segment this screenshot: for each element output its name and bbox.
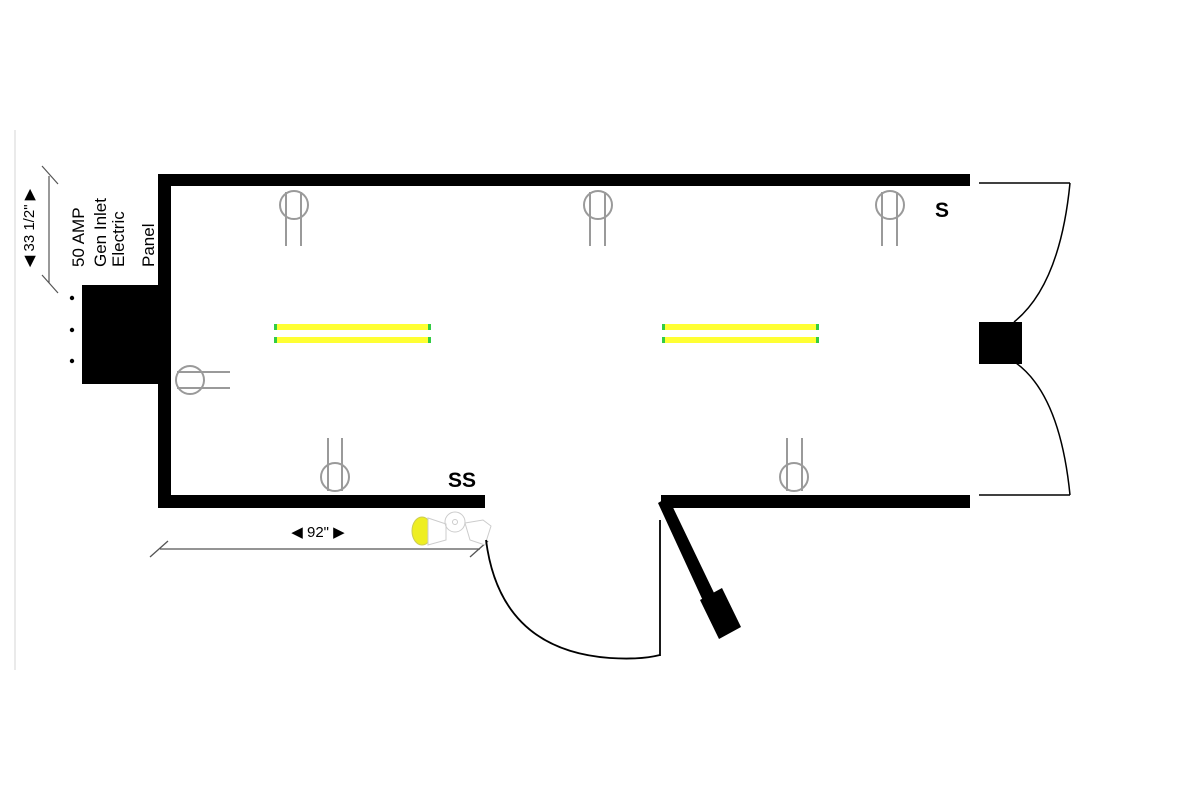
fluorescent-light-icon: [662, 324, 819, 343]
panel-dots: [69, 295, 75, 364]
bottom-wall-left: [158, 495, 485, 508]
single-door-bottom: [485, 520, 661, 660]
panel-label-line4: Panel: [139, 224, 158, 267]
electric-panel: [82, 285, 162, 384]
left-wall: [158, 174, 171, 508]
receptacle-icon: [779, 438, 809, 492]
panel-dimension-label: ◀ 33 1/2" ▶: [21, 188, 38, 267]
entry-step: [658, 497, 741, 639]
flood-light-icon: [411, 511, 492, 546]
receptacle-icon: [175, 365, 230, 395]
bottom-dimension-label: ◀ 92" ▶: [291, 524, 345, 541]
panel-label: 50 AMP Gen Inlet Electric Panel: [69, 198, 158, 267]
receptacle-icon: [875, 190, 905, 246]
fluorescent-light-icon: [274, 324, 431, 343]
panel-label-line3: Electric: [109, 211, 128, 267]
switch-label-double: SS: [448, 469, 476, 492]
switch-label-single: S: [935, 199, 949, 222]
double-door-right: [979, 182, 1071, 496]
bottom-wall-right: [661, 495, 970, 508]
panel-label-line1: 50 AMP: [69, 207, 88, 267]
panel-label-line2: Gen Inlet: [91, 198, 110, 267]
walls: [158, 174, 970, 508]
receptacle-icon: [583, 190, 613, 246]
top-wall: [158, 174, 970, 186]
receptacle-icon: [320, 438, 350, 492]
door-post: [979, 322, 1022, 364]
receptacle-icon: [279, 190, 309, 246]
bottom-dimension-line: [149, 540, 489, 558]
panel-dimension-line: [41, 165, 59, 294]
